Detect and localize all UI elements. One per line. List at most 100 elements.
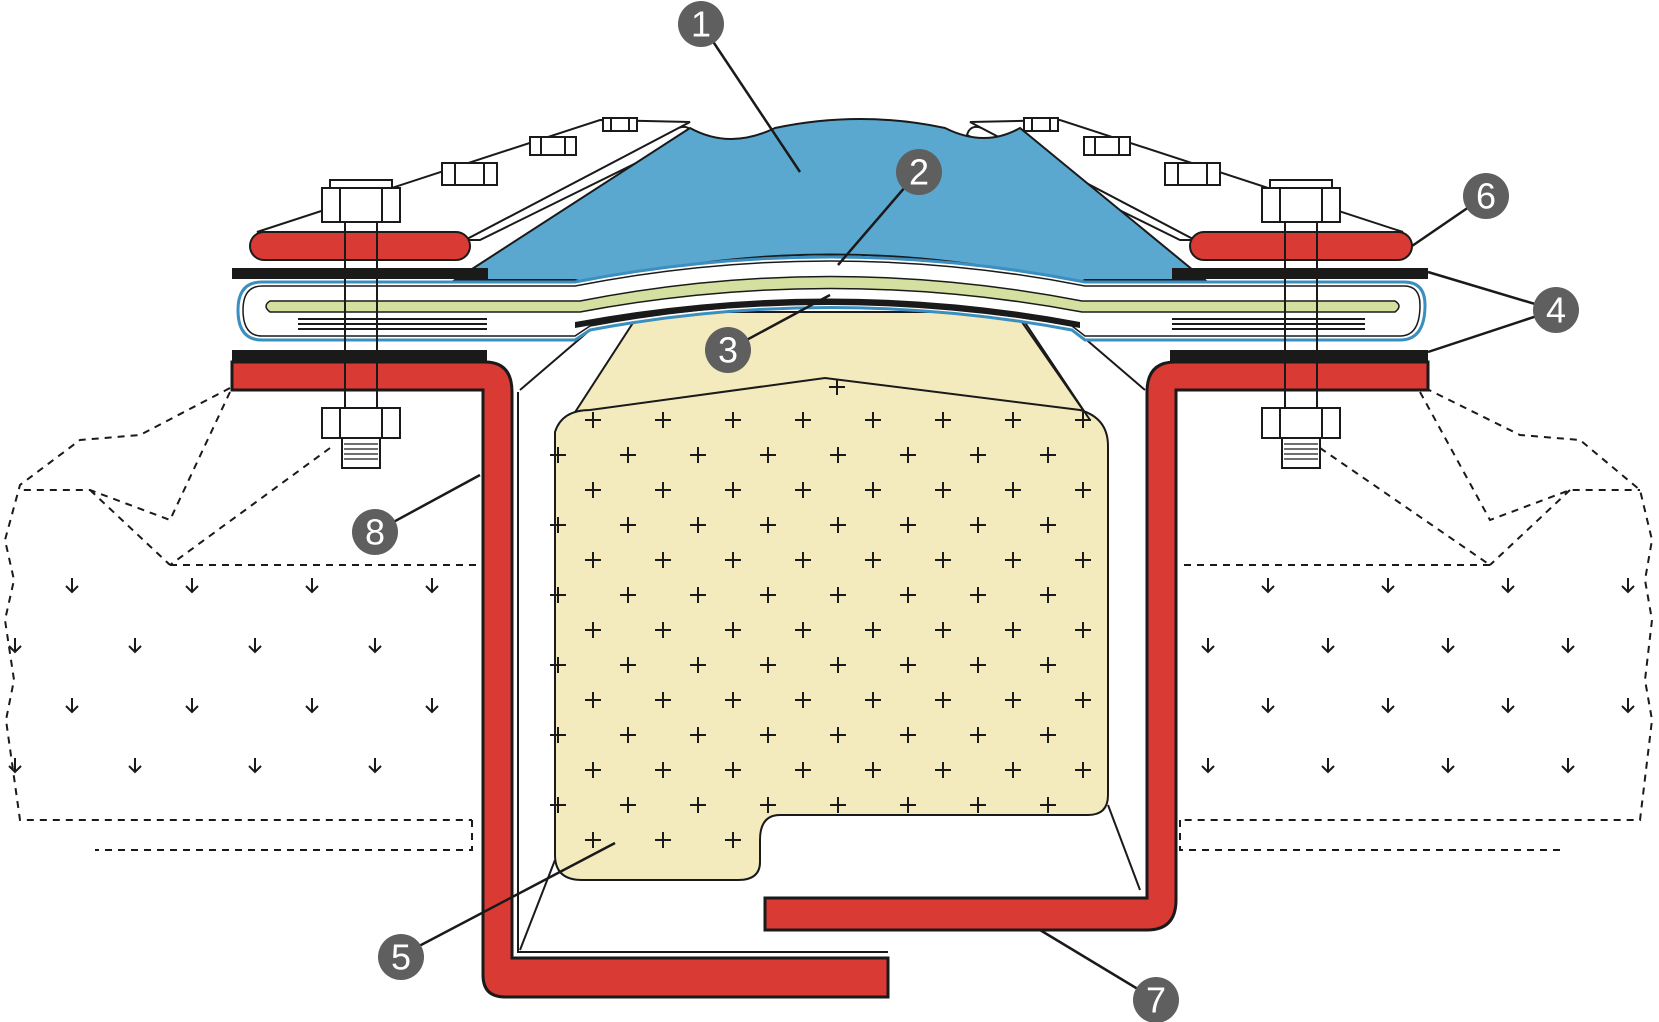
filler-plus-marker [760, 517, 776, 533]
filler-plus-marker [795, 692, 811, 708]
down-arrow-marker [1501, 698, 1515, 714]
filler-plus-marker [550, 447, 566, 463]
filler-plus-marker [655, 552, 671, 568]
down-arrow-marker [1261, 578, 1275, 594]
down-arrow-marker [8, 758, 22, 774]
filler-plus-marker [585, 482, 601, 498]
rubber-pad-right [1189, 231, 1413, 261]
callout-6: 6 [1463, 173, 1509, 219]
filler-plus-marker [900, 727, 916, 743]
filler-plus-marker [1040, 797, 1056, 813]
down-arrow-marker [1441, 758, 1455, 774]
filler-plus-marker [1005, 692, 1021, 708]
filler-plus-marker [1005, 552, 1021, 568]
filler-plus-marker [550, 587, 566, 603]
filler-plus-marker [655, 692, 671, 708]
filler-plus-marker [935, 412, 951, 428]
filler-plus-marker [795, 552, 811, 568]
down-arrow-marker [65, 698, 79, 714]
gasket-upper-right [1172, 268, 1428, 279]
down-arrow-marker [185, 578, 199, 594]
filler-plus-marker [935, 552, 951, 568]
callout-3-label: 3 [718, 330, 738, 371]
filler-plus-marker [935, 692, 951, 708]
filler-block [554, 376, 1109, 881]
rubber-pad-left [249, 231, 471, 261]
down-arrow-marker [1441, 638, 1455, 654]
callout-8-label: 8 [365, 512, 385, 553]
filler-plus-marker [865, 762, 881, 778]
down-arrow-marker [1561, 758, 1575, 774]
down-arrow-marker [1261, 698, 1275, 714]
filler-plus-marker [830, 797, 846, 813]
filler-plus-marker [1005, 762, 1021, 778]
down-arrow-marker [425, 698, 439, 714]
gasket-lower-left [232, 350, 487, 362]
seal-band-outline [242, 260, 1421, 337]
seal-green-layer [265, 275, 1400, 313]
filler-plus-marker [970, 657, 986, 673]
callout-2: 2 [896, 149, 942, 195]
filler-plus-marker [585, 622, 601, 638]
callout-4-label: 4 [1546, 290, 1566, 331]
channel-profile-right [763, 360, 1430, 932]
filler-plus-marker [829, 379, 845, 395]
substrate-arrows-left [8, 578, 439, 774]
filler-plus-marker [830, 657, 846, 673]
down-arrow-marker [1201, 758, 1215, 774]
callout-3: 3 [705, 327, 751, 373]
filler-plus-marker [1040, 587, 1056, 603]
filler-plus-marker [1005, 482, 1021, 498]
filler-plus-marker [655, 832, 671, 848]
down-arrow-marker [305, 578, 319, 594]
gasket-upper-left [232, 268, 488, 279]
filler-plus-marker [935, 622, 951, 638]
filler-plus-marker [725, 762, 741, 778]
filler-plus-marker [795, 482, 811, 498]
filler-plus-marker [1040, 447, 1056, 463]
filler-plus-marker [1075, 552, 1091, 568]
filler-plus-marker [865, 482, 881, 498]
channel-profile [230, 360, 890, 999]
filler-plus-marker [1075, 622, 1091, 638]
filler-plus-marker [760, 727, 776, 743]
filler-plus-marker [795, 622, 811, 638]
filler-plus-marker [690, 727, 706, 743]
filler-plus-marker [725, 552, 741, 568]
substrate-left [3, 387, 480, 851]
filler-plus-marker [585, 412, 601, 428]
filler-plus-marker [900, 447, 916, 463]
down-arrow-marker [1561, 638, 1575, 654]
filler-plus-marker [620, 657, 636, 673]
down-arrow-marker [1501, 578, 1515, 594]
filler-plus-marker [655, 482, 671, 498]
filler-plus-marker [725, 622, 741, 638]
callout-5-label: 5 [391, 937, 411, 978]
filler-plus-marker [970, 517, 986, 533]
down-arrow-marker [425, 578, 439, 594]
filler-plus-marker [690, 517, 706, 533]
anchor-bolt-right [1261, 179, 1341, 469]
filler-plus-marker [900, 587, 916, 603]
filler-plus-marker [900, 797, 916, 813]
filler-plus-marker [620, 587, 636, 603]
callout-4: 4 [1533, 287, 1579, 333]
filler-plus-marker [585, 552, 601, 568]
filler-plus-marker [550, 727, 566, 743]
callout-7: 7 [1133, 977, 1179, 1022]
filler-plus-marker [830, 727, 846, 743]
filler-plus-marker [1040, 727, 1056, 743]
filler-plus-marker [760, 657, 776, 673]
filler-plus-marker [970, 447, 986, 463]
filler-plus-marker [585, 832, 601, 848]
callout-6-label: 6 [1476, 176, 1496, 217]
filler-plus-marker [1040, 517, 1056, 533]
filler-plus-marker [620, 797, 636, 813]
filler-plus-marker [655, 622, 671, 638]
down-arrow-marker [248, 758, 262, 774]
channel-inner-left [517, 392, 888, 953]
filler-plus-marker [1075, 412, 1091, 428]
filler-plus-marker [865, 412, 881, 428]
support-lines [519, 314, 1146, 951]
filler-plus-marker [970, 727, 986, 743]
